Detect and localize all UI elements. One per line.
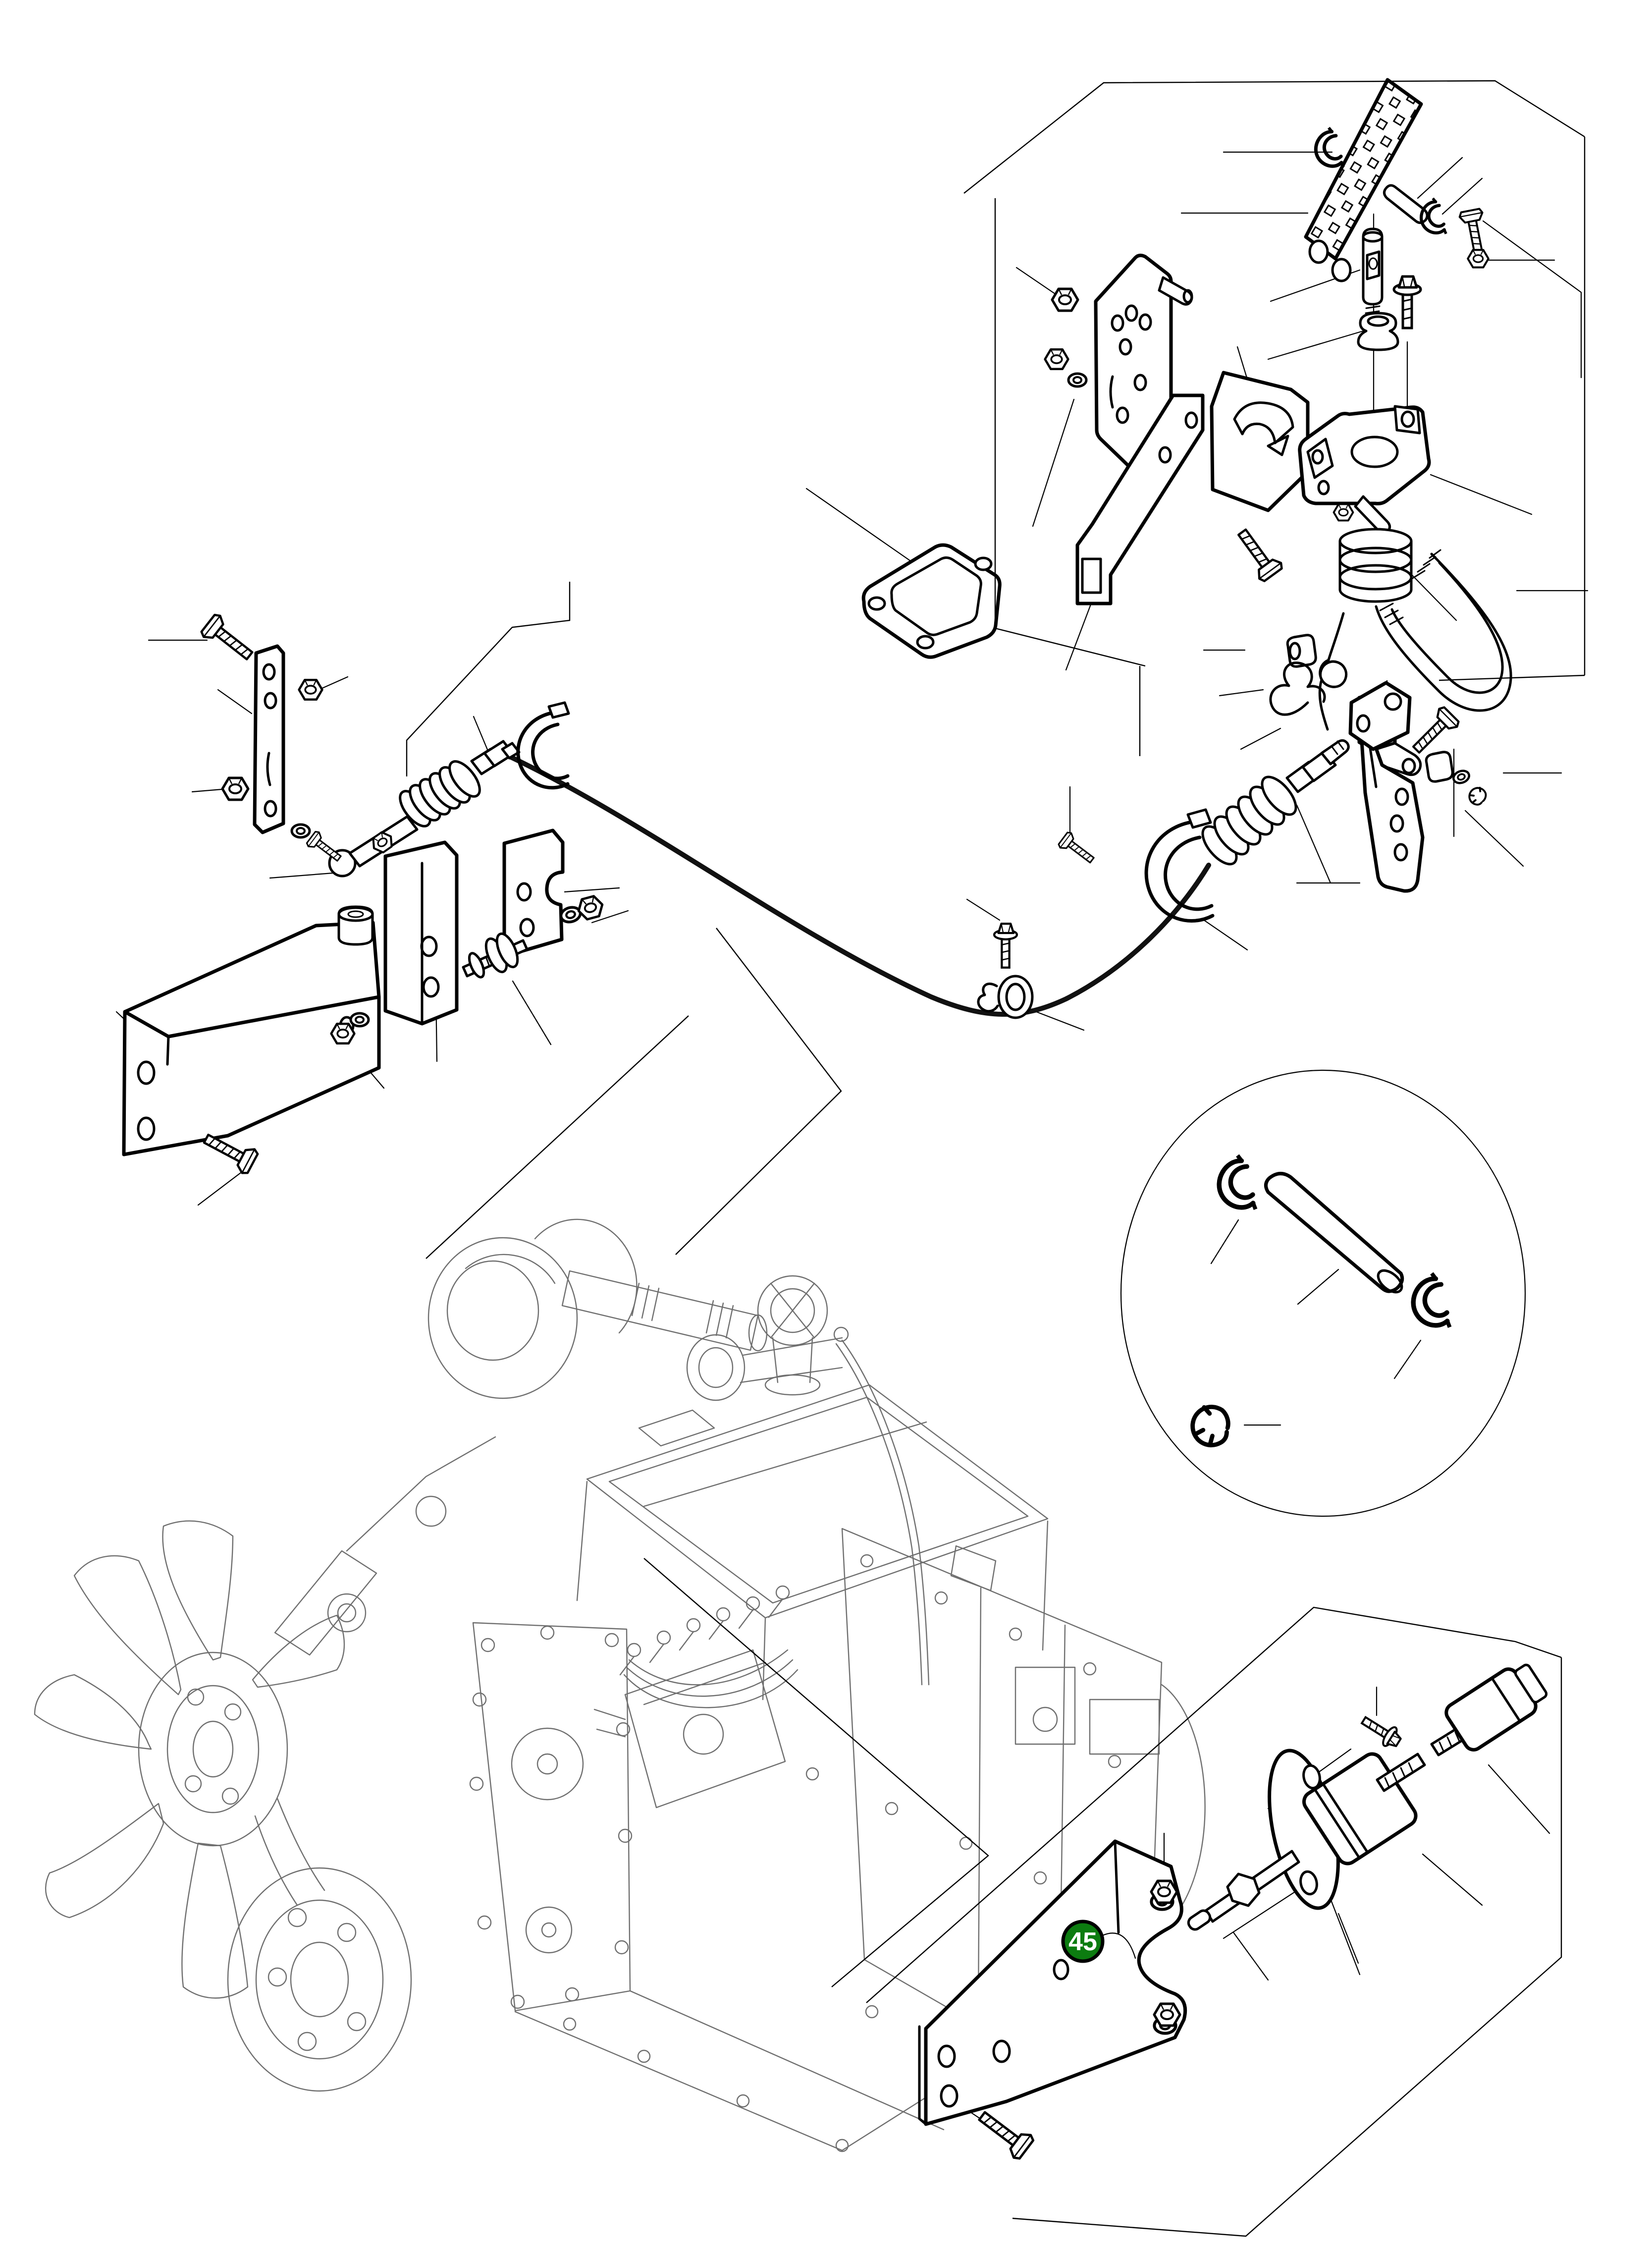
detail-circle (1120, 1069, 1526, 1517)
cable-right-end (1201, 739, 1350, 866)
washer (292, 824, 310, 837)
u-clip-icon (1214, 1153, 1268, 1212)
hex-bolt (200, 613, 258, 666)
cable-guide-tab (547, 701, 570, 719)
flange-bolt (994, 924, 1017, 967)
hex-nut (1045, 349, 1068, 369)
fuel-solenoid (1187, 1663, 1548, 1931)
washer (1068, 374, 1086, 386)
u-bolt (1375, 549, 1512, 712)
e-clip-icon (1188, 1402, 1233, 1449)
cable-trunnion-block (1348, 681, 1412, 751)
gasket-plate (861, 543, 1002, 659)
badge-label: 45 (1068, 1927, 1097, 1956)
badge-circle[interactable] (1061, 1920, 1105, 1963)
spring-disc-stack (1338, 528, 1413, 603)
hex-nut (299, 680, 322, 700)
pivot-pin (1264, 1172, 1404, 1294)
rubber-boot (1357, 312, 1399, 351)
hex-nut (1468, 250, 1489, 267)
r-clip (1269, 661, 1326, 716)
solenoid-bracket-plate (918, 1839, 1187, 2126)
panel-outlines (406, 80, 1586, 2237)
threaded-post (1362, 227, 1384, 324)
left-mounting-group (122, 613, 605, 1175)
cable (505, 753, 1211, 1017)
flange-bolt (1358, 1711, 1404, 1751)
hex-bolt (1407, 706, 1460, 759)
notched-plate-bracket (502, 828, 565, 953)
cam-clamp (1210, 371, 1310, 512)
hex-bolt (305, 829, 345, 867)
cable-spring-left (399, 760, 481, 827)
hex-bolt (1057, 830, 1099, 869)
cable-guide-clip (516, 711, 570, 790)
hex-nut (331, 1024, 355, 1044)
hex-nut (1052, 289, 1078, 311)
pivot-base-plate (1298, 405, 1431, 535)
torsion-spring (1318, 612, 1348, 731)
cable-guide-clip (1144, 820, 1215, 923)
bushing (1286, 634, 1317, 668)
accelerator-pedal-assembly (1045, 78, 1512, 893)
solenoid-group: 45 (918, 1663, 1548, 2161)
cable-spring-right (1201, 775, 1297, 866)
stud-with-washers (462, 932, 529, 979)
throttle-lever-arm (1359, 721, 1425, 893)
strap-bracket (253, 644, 285, 834)
u-clip-icon (1408, 1270, 1462, 1330)
cable-grommet (977, 975, 1034, 1019)
engine-mount-bracket (122, 840, 459, 1156)
cable-guide-tab (1186, 808, 1212, 829)
cable-left-end (328, 740, 521, 878)
washer (351, 1013, 369, 1026)
hex-nut (222, 778, 248, 800)
pedal-l-bracket (1075, 393, 1205, 605)
flange-bolt (1394, 276, 1421, 328)
hex-bolt (973, 2105, 1035, 2161)
pedal-pad (1304, 78, 1423, 282)
throttle-cable-assembly (328, 661, 1460, 1019)
lever-bushings (1425, 751, 1489, 808)
callout-badge-45[interactable]: 45 (1061, 1920, 1136, 1963)
hex-bolt (1231, 524, 1284, 583)
